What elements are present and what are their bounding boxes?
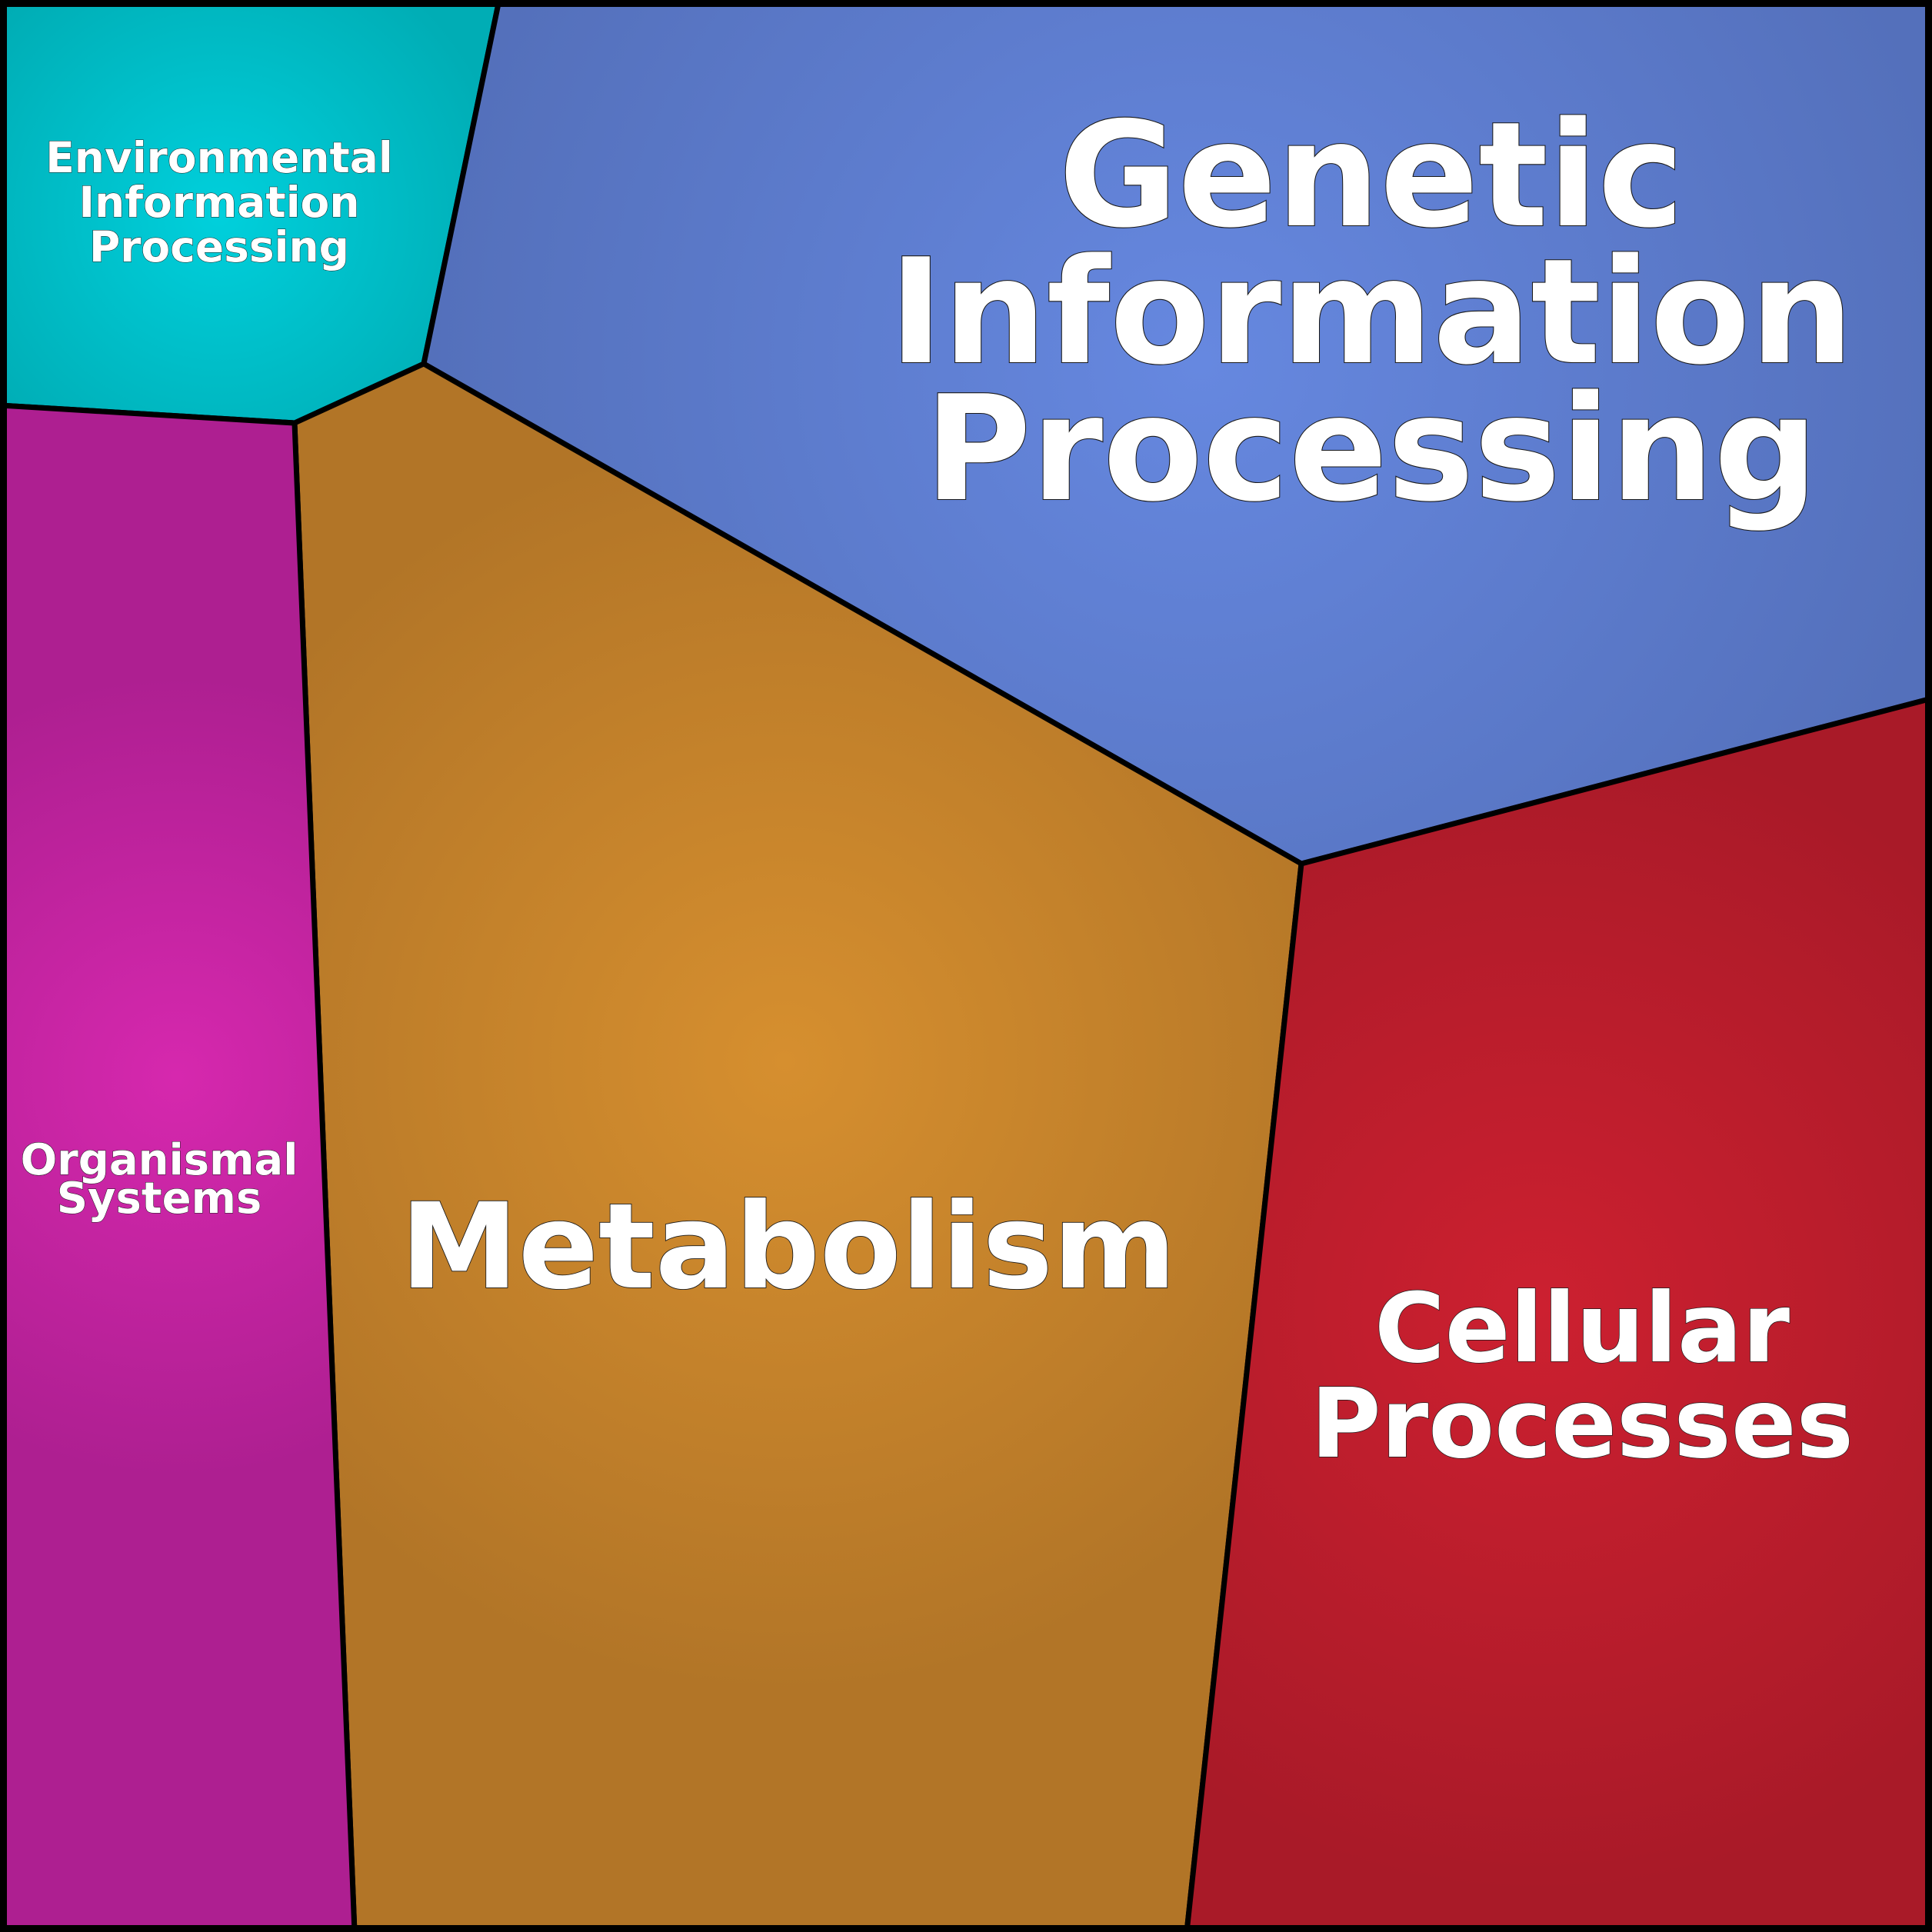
label-line: Cellular bbox=[1374, 1273, 1790, 1384]
label-line: Organismal bbox=[21, 1135, 298, 1185]
region-metabolism bbox=[291, 361, 1304, 1932]
label-line: Environmental bbox=[45, 133, 393, 182]
label-line: Metabolism bbox=[401, 1178, 1177, 1316]
region-cellular bbox=[1184, 695, 1932, 1932]
label-line: Processes bbox=[1311, 1368, 1854, 1480]
label-line: Genetic bbox=[1058, 91, 1684, 260]
label-line: Processing bbox=[89, 222, 349, 271]
label-line: Information bbox=[889, 228, 1854, 397]
label-metabolism: Metabolism bbox=[401, 1178, 1177, 1316]
label-line: Information bbox=[79, 178, 360, 227]
region-organismal bbox=[0, 402, 358, 1932]
label-line: Systems bbox=[57, 1174, 262, 1224]
label-line: Processing bbox=[924, 365, 1817, 534]
